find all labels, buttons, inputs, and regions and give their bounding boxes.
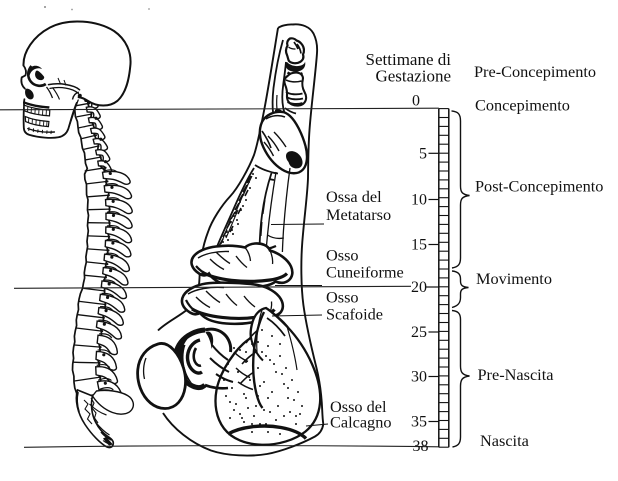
svg-text:Concepimento: Concepimento [475, 96, 570, 115]
svg-text:Metatarso: Metatarso [326, 205, 391, 224]
svg-text:Movimento: Movimento [476, 269, 552, 288]
svg-text:Osso del: Osso del [330, 397, 387, 416]
svg-text:10: 10 [411, 192, 427, 209]
svg-text:Pre-Concepimento: Pre-Concepimento [474, 62, 596, 81]
svg-text:Cuneiforme: Cuneiforme [326, 263, 404, 282]
svg-text:Osso: Osso [326, 246, 359, 265]
svg-text:Post-Concepimento: Post-Concepimento [475, 177, 603, 196]
svg-text:Calcagno: Calcagno [330, 413, 391, 432]
svg-text:38: 38 [413, 438, 429, 455]
svg-text:Osso: Osso [326, 288, 359, 307]
svg-text:20: 20 [411, 279, 427, 296]
svg-text:Nascita: Nascita [480, 431, 529, 450]
svg-text:Scafoide: Scafoide [326, 305, 383, 324]
svg-text:0: 0 [412, 93, 420, 110]
svg-text:Ossa del: Ossa del [326, 187, 382, 206]
svg-text:35: 35 [411, 414, 427, 431]
svg-text:15: 15 [411, 237, 427, 254]
svg-text:Pre-Nascita: Pre-Nascita [478, 365, 554, 384]
svg-text:30: 30 [411, 369, 427, 386]
svg-text:5: 5 [419, 146, 427, 163]
svg-text:Settimane di: Settimane di [366, 50, 452, 69]
svg-text:Gestazione: Gestazione [375, 67, 451, 86]
svg-text:25: 25 [411, 324, 427, 341]
